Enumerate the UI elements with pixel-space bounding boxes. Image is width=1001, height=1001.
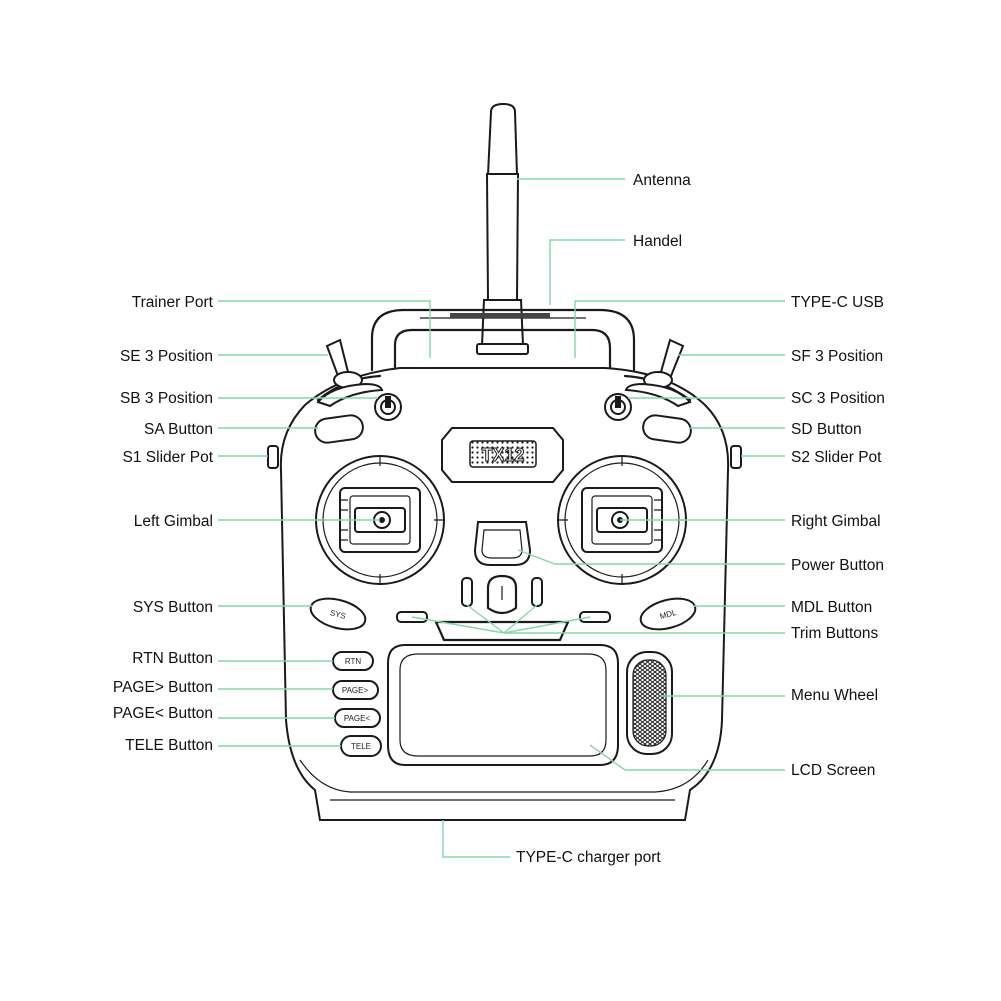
- leader-handel: [549, 239, 625, 305]
- tele-button-label: TELE: [351, 742, 371, 751]
- label-s1-slider-pot: S1 Slider Pot: [123, 449, 214, 466]
- lcd-screen-icon: [387, 644, 619, 766]
- mdl-button-label: MDL: [659, 608, 678, 621]
- label-sb-3-position: SB 3 Position: [120, 390, 213, 407]
- label-antenna: Antenna: [633, 172, 691, 189]
- label-s2-slider-pot: S2 Slider Pot: [791, 449, 882, 466]
- label-sc-3-position: SC 3 Position: [791, 390, 885, 407]
- sa-button-icon: [314, 414, 364, 444]
- leader-trainer-port: [218, 300, 431, 358]
- callout-labels: Antenna Handel Trainer Port TYPE-C USB S…: [113, 172, 885, 866]
- label-mdl-button: MDL Button: [791, 599, 872, 616]
- tele-button-icon: TELE: [340, 735, 382, 757]
- label-page-next-button: PAGE> Button: [113, 679, 213, 696]
- label-left-gimbal: Left Gimbal: [134, 513, 213, 530]
- label-se-3-position: SE 3 Position: [120, 348, 213, 365]
- leader-lines: [218, 178, 785, 858]
- sb-switch-icon: [374, 393, 402, 421]
- sd-button-icon: [642, 414, 692, 444]
- mdl-button-icon: MDL: [639, 597, 697, 631]
- rtn-button-label: RTN: [345, 657, 362, 666]
- vertical-trim-icons: [461, 574, 543, 615]
- page-prev-button-icon: PAGE<: [334, 708, 381, 728]
- label-sd-button: SD Button: [791, 421, 862, 438]
- page-next-button-label: PAGE>: [342, 686, 369, 695]
- label-menu-wheel: Menu Wheel: [791, 687, 878, 704]
- label-lcd-screen: LCD Screen: [791, 762, 875, 779]
- rtn-button-icon: RTN: [332, 651, 374, 671]
- transmitter-body: TX12: [267, 102, 742, 821]
- menu-wheel-icon: [626, 651, 673, 755]
- page-prev-button-label: PAGE<: [344, 714, 371, 723]
- brand-plate: TX12: [441, 427, 564, 483]
- label-sf-3-position: SF 3 Position: [791, 348, 883, 365]
- page-next-button-icon: PAGE>: [332, 680, 379, 700]
- sf-switch-icon: [624, 338, 692, 408]
- label-sys-button: SYS Button: [133, 599, 213, 616]
- leader-type-c-usb: [574, 300, 785, 358]
- sys-button-icon: SYS: [309, 597, 367, 631]
- leader-charger: [442, 820, 510, 858]
- s2-slider-icon: [730, 445, 742, 469]
- sc-switch-icon: [604, 393, 632, 421]
- label-handel: Handel: [633, 233, 682, 250]
- label-rtn-button: RTN Button: [132, 650, 213, 667]
- s1-slider-icon: [267, 445, 279, 469]
- leader-power: [517, 549, 785, 565]
- label-type-c-usb: TYPE-C USB: [791, 294, 884, 311]
- label-trainer-port: Trainer Port: [132, 294, 214, 311]
- label-tele-button: TELE Button: [125, 737, 213, 754]
- handle-icon: [370, 308, 636, 372]
- se-switch-icon: [316, 338, 384, 408]
- label-power-button: Power Button: [791, 557, 884, 574]
- right-trim-icon: [579, 611, 611, 623]
- leader-trim: [411, 604, 785, 634]
- label-trim-buttons: Trim Buttons: [791, 625, 879, 642]
- leader-lcd: [589, 744, 785, 771]
- label-type-c-charger-port: TYPE-C charger port: [516, 849, 661, 866]
- antenna-icon: [476, 102, 529, 355]
- label-sa-button: SA Button: [144, 421, 213, 438]
- sys-button-label: SYS: [329, 608, 347, 621]
- label-right-gimbal: Right Gimbal: [791, 513, 881, 530]
- brand-mark: TX12: [481, 445, 524, 465]
- label-page-prev-button: PAGE< Button: [113, 705, 213, 722]
- power-button-icon: [473, 521, 532, 566]
